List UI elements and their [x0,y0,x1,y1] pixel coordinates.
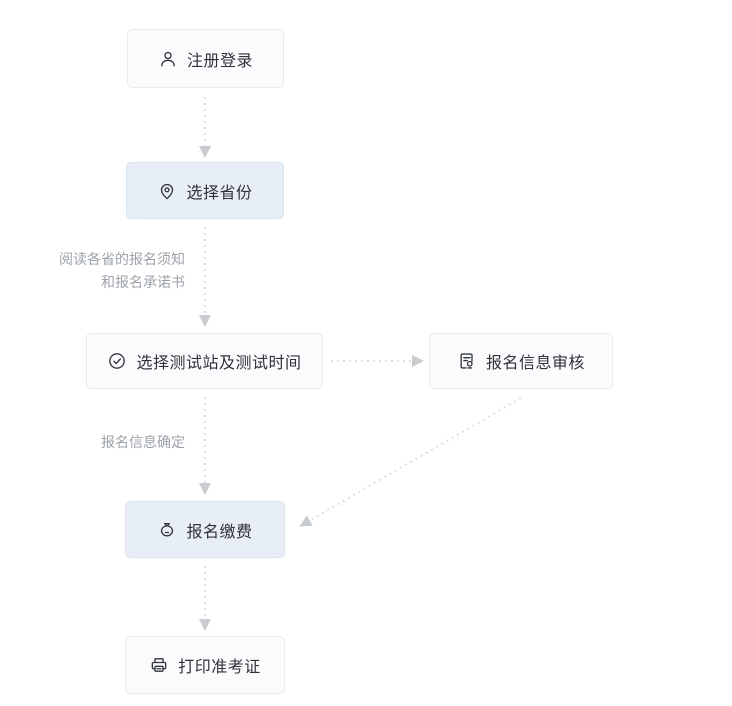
flow-node-select-province: 选择省份 [126,162,284,219]
flow-node-pay-fee: 报名缴费 [125,501,285,558]
check-circle-icon [107,351,127,371]
edge-label-info-confirmed: 报名信息确定 [30,431,185,454]
flow-node-label: 报名缴费 [186,523,253,541]
edge-label-read-notice: 阅读各省的报名须知 和报名承诺书 [30,248,185,294]
flow-node-label: 选择测试站及测试时间 [136,355,302,372]
edge-label-line: 和报名承诺书 [101,274,185,290]
flow-node-label: 注册登录 [186,52,253,70]
flow-node-info-review: 报名信息审核 [429,333,613,389]
flow-node-select-station-time: 选择测试站及测试时间 [86,333,323,389]
edge-label-line: 报名信息确定 [101,434,185,450]
printer-icon [149,655,169,675]
money-bag-icon [157,520,177,540]
flow-node-label: 选择省份 [186,184,253,202]
user-icon [158,49,178,69]
flow-node-label: 打印准考证 [178,659,261,676]
edge-label-line: 阅读各省的报名须知 [59,251,185,267]
flow-node-label: 报名信息审核 [485,355,585,372]
flow-node-print-ticket: 打印准考证 [125,636,285,694]
document-audit-icon [457,351,477,371]
arrow-review-to-pay [299,397,522,527]
flow-node-register-login: 注册登录 [127,29,284,88]
location-pin-icon [157,181,177,201]
